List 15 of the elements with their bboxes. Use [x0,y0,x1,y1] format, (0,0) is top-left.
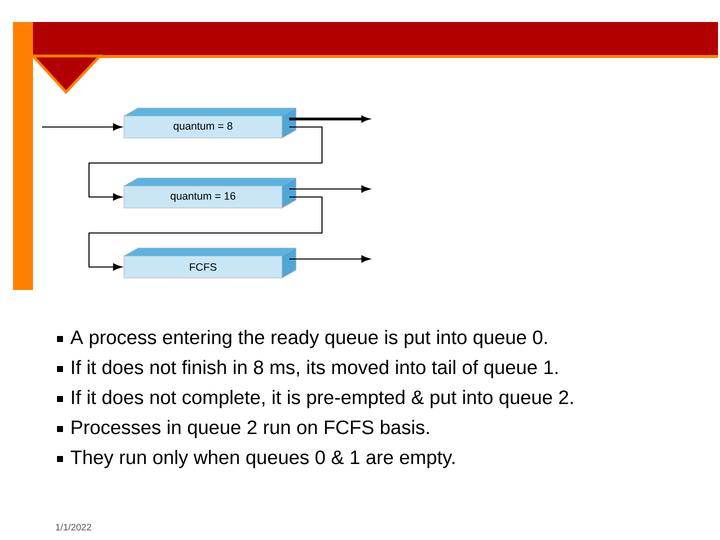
queue-box: quantum = 16 [124,178,296,208]
arrow [42,123,122,131]
arrow [88,126,323,201]
bullet-text: A process entering the ready queue is put into queue 0. [70,330,547,348]
queue-box: quantum = 8 [124,108,296,138]
date-text: 1/1/2022 [56,524,92,530]
bullet-text: They run only when queues 0 & 1 are empty. [70,450,454,468]
arrow [289,255,370,263]
arrow [88,196,323,271]
bullet-text: Processes in queue 2 run on FCFS basis. [72,420,429,438]
arrow [289,116,369,122]
bullet-text: If it does not complete, it is pre-empted & put into queue 2. [72,390,573,408]
arrow [289,185,370,193]
bullet-text: If it does not finish in 8 ms, its moved into tail of queue 1. [72,360,558,378]
queue-box: FCFS [124,248,296,278]
